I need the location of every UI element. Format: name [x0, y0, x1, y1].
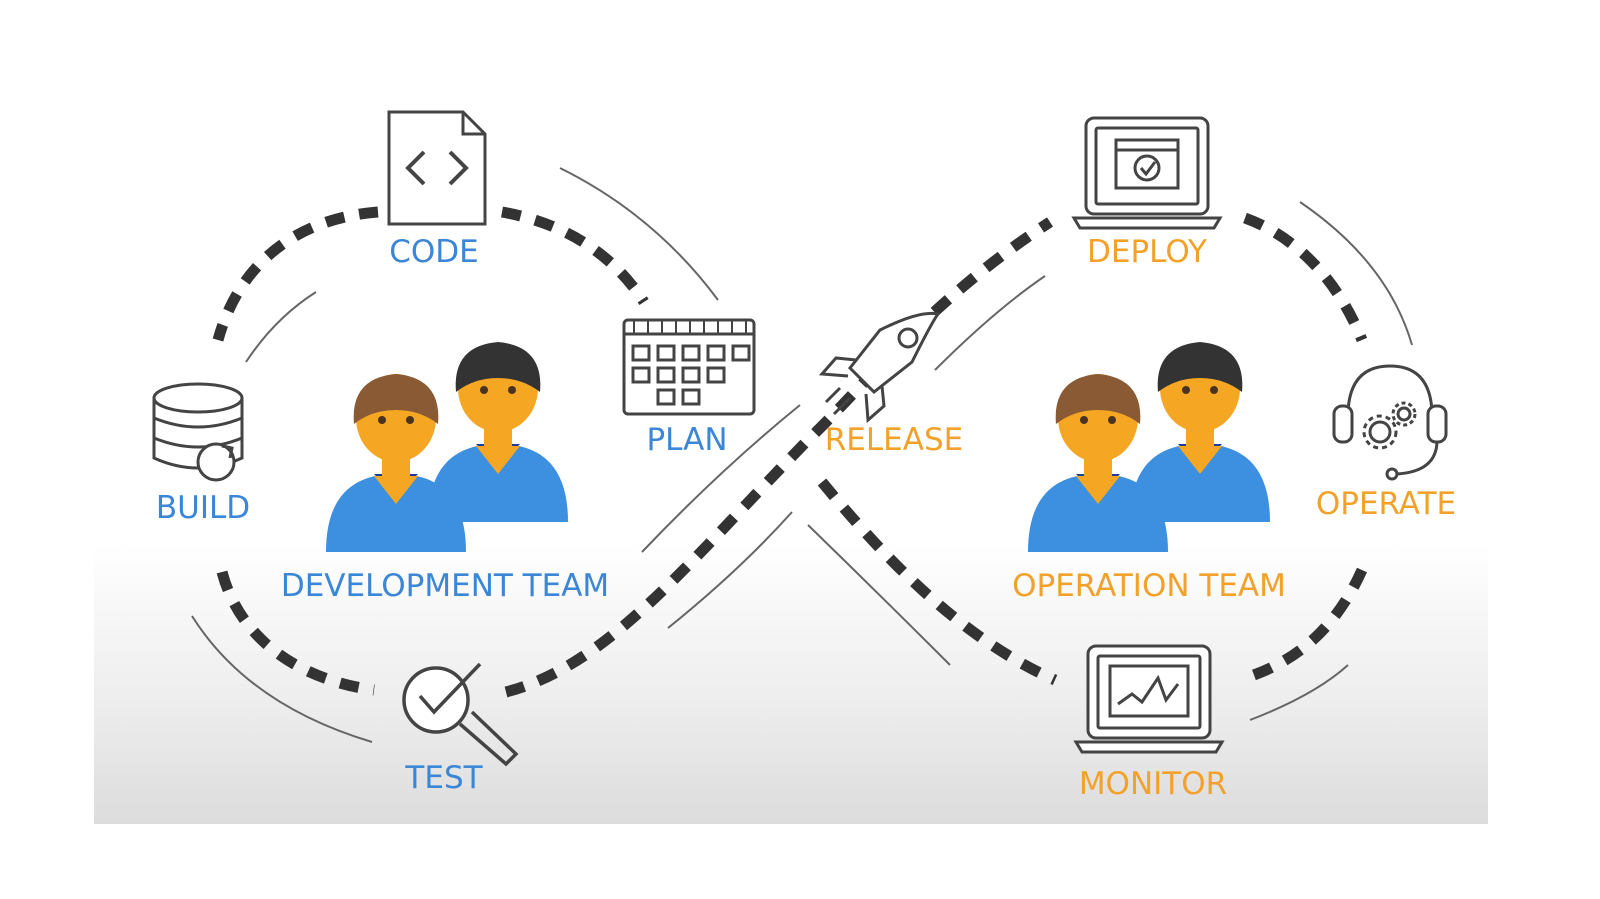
- rocket-icon: [818, 311, 941, 424]
- stage-label-test: TEST: [404, 760, 483, 796]
- stage-label-code: CODE: [389, 234, 479, 270]
- infinity-dashed-loop: [212, 206, 1368, 698]
- magnifier-check-icon: [402, 662, 519, 767]
- dev-loop-thin-arcs: [191, 167, 801, 743]
- stage-label-operate: OPERATE: [1316, 486, 1456, 522]
- stage-label-build: BUILD: [156, 490, 250, 526]
- calendar-icon: [622, 318, 756, 416]
- laptop-check-icon: [1071, 116, 1223, 230]
- stage-label-plan: PLAN: [646, 422, 727, 458]
- headset-gears-icon: [1332, 364, 1448, 481]
- stage-label-monitor: MONITOR: [1079, 766, 1227, 802]
- laptop-chart-icon: [1073, 644, 1225, 754]
- people-icon: [326, 342, 568, 552]
- ops-loop-thin-arcs: [807, 201, 1413, 721]
- team-label-operation: OPERATION TEAM: [1012, 568, 1286, 604]
- team-label-development: DEVELOPMENT TEAM: [281, 568, 609, 604]
- database-icon: [152, 382, 244, 482]
- code-file-icon: [387, 110, 487, 226]
- stage-label-deploy: DEPLOY: [1087, 234, 1207, 270]
- people-icon: [1028, 342, 1270, 552]
- stage-label-release: RELEASE: [825, 422, 963, 458]
